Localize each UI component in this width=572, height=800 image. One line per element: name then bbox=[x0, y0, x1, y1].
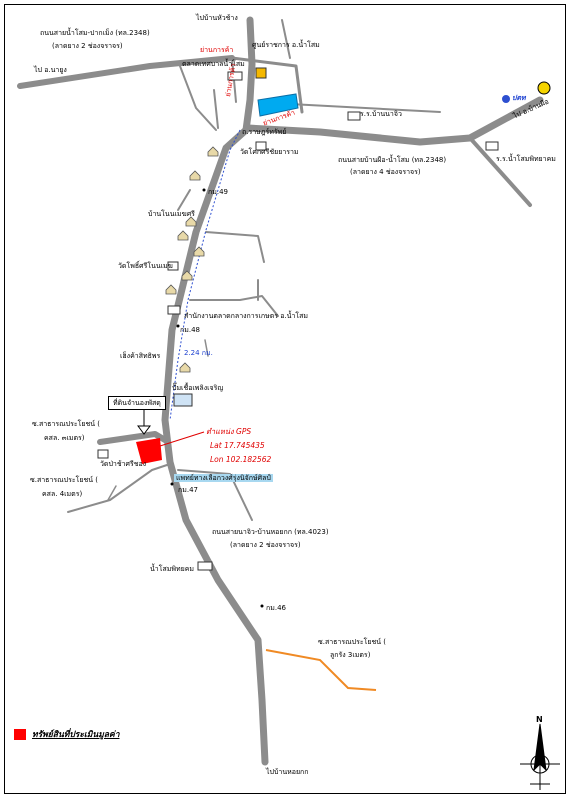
route-to-property bbox=[169, 129, 241, 421]
label-municipal-market: ตลาดเทศบาลน้ำโสม bbox=[182, 60, 245, 68]
label-commercial-zone-1: ย่านการค้า bbox=[200, 46, 234, 54]
label-public-road-2-b: คสล. 4เมตร) bbox=[42, 490, 83, 498]
label-hwy4023: ถนนสายนาจิว-บ้านหอยกก (ทล.4023) bbox=[212, 528, 329, 536]
map-legend: ทรัพย์สินที่ประเมินมูลค่า bbox=[14, 727, 119, 741]
label-wat-sri-chai: วัดโคกศรีชัยยาราม bbox=[240, 148, 299, 156]
compass-icon bbox=[520, 723, 560, 790]
road-south-east bbox=[204, 339, 209, 357]
label-hwy2348-east-note: (ลาดยาง 4 ช่องจราจร) bbox=[350, 168, 421, 176]
label-school-na-jiw: ร.ร.บ้านนาจิว bbox=[360, 110, 402, 118]
building-school-c bbox=[197, 561, 213, 571]
label-to-na-yung: ไป อ.นายูง bbox=[34, 66, 67, 74]
label-distance: 2.24 กม. bbox=[184, 349, 213, 357]
building-wat-a bbox=[255, 141, 267, 151]
building-office bbox=[167, 305, 181, 315]
building-fuel bbox=[173, 393, 193, 407]
property-callout-box: ที่ดินจำนองพัสดุ bbox=[108, 396, 166, 410]
soi-public-2b bbox=[107, 485, 117, 501]
store-7eleven bbox=[255, 67, 267, 79]
label-ban-sanam: ถ.ราษฎร์ทรัพย์ bbox=[242, 128, 287, 136]
label-public-road-3-a: ซ.สาธารณประโยชน์ ( bbox=[318, 638, 386, 646]
label-hwy2348-east: ถนนสายบ้านผือ-น้ำโสม (ทล.2348) bbox=[338, 156, 447, 164]
label-wat-pa: วัดป่าช้าศรีชอง bbox=[100, 460, 147, 468]
highway-4023 bbox=[161, 126, 269, 766]
label-temple-chapel: แพทย์ทางเลือกวงศ์รุ่งนิจักษ์ศิลป์ bbox=[174, 474, 273, 482]
building-school-b bbox=[485, 141, 499, 151]
map-frame bbox=[4, 4, 566, 794]
label-gps-title: ตำแหน่ง GPS bbox=[206, 427, 252, 436]
road-west-loop bbox=[205, 231, 265, 263]
label-school-nam-som: ร.ร.น้ำโสมพิทยาคม bbox=[496, 155, 556, 163]
label-commerce-center: ศูนย์ราชการ อ.น้ำโสม bbox=[252, 41, 320, 49]
soi-public-2 bbox=[67, 463, 171, 513]
label-gps-lat: Lat 17.745435 bbox=[210, 441, 265, 450]
highway-2348-west bbox=[17, 55, 235, 89]
compass-north-label: N bbox=[536, 715, 543, 724]
label-wat-pho-sri: วัดโพธิ์ศรีโนนเมฆ bbox=[118, 262, 173, 270]
label-public-road-1-a: ซ.สาธารณประโยชน์ ( bbox=[32, 420, 100, 428]
town-road-a bbox=[230, 56, 304, 114]
main-north-road bbox=[242, 16, 256, 134]
label-to-ban-hoi: ไปบ้านหอยกก bbox=[266, 768, 309, 776]
label-public-road-1-b: คสล. ๓เมตร) bbox=[44, 434, 85, 442]
label-ban-nong-mek: บ้านโนนเมฆศรี bbox=[148, 210, 195, 218]
label-market-office: สำนักงานตลาดกลางการเกษตร อ.น้ำโสม bbox=[184, 312, 309, 320]
label-hwy2348-west: ถนนสายน้ำโสม-ปากเม็ง (ทล.2348) bbox=[40, 29, 150, 37]
label-hwy4023-note: (ลาดยาง 2 ช่องจราจร) bbox=[230, 541, 301, 549]
legend-label: ทรัพย์สินที่ประเมินมูลค่า bbox=[32, 730, 120, 740]
label-public-road-3-b: ลูกรัง 3เมตร) bbox=[330, 651, 371, 659]
road-west-1 bbox=[177, 189, 191, 211]
label-fuel-station: ปั๊มเชื้อเพลิงเจริญ bbox=[172, 384, 224, 392]
label-ptt: ปตท bbox=[512, 94, 526, 102]
building-wat-pa bbox=[97, 449, 109, 459]
fuel-marker-icon bbox=[537, 81, 551, 95]
label-gps-lon: Lon 102.182562 bbox=[210, 455, 272, 464]
label-public-road-2-a: ซ.สาธารณประโยชน์ ( bbox=[30, 476, 98, 484]
label-km47: กม.47 bbox=[178, 486, 198, 494]
road-east-office bbox=[189, 295, 279, 317]
property-parcel bbox=[136, 438, 162, 464]
label-km46: กม.46 bbox=[266, 604, 286, 612]
ptt-icon bbox=[502, 95, 510, 103]
pond bbox=[257, 93, 299, 117]
legend-swatch bbox=[14, 729, 26, 740]
town-road-f bbox=[213, 89, 219, 129]
road-to-ban-phue bbox=[468, 136, 532, 207]
label-shop-sitthi: เฮ็งค้าสิทธิพร bbox=[120, 352, 161, 360]
town-road-d bbox=[281, 19, 291, 59]
label-km49: กม.49 bbox=[208, 188, 228, 196]
building-school-a bbox=[347, 111, 361, 121]
building-wat-b bbox=[167, 261, 179, 271]
label-km48: กม.48 bbox=[180, 326, 200, 334]
dirt-road bbox=[265, 649, 377, 691]
gps-pointer bbox=[159, 431, 205, 447]
label-to-ban-huachang: ไปบ้านหัวช้าง bbox=[196, 14, 238, 22]
town-road-b bbox=[179, 65, 217, 131]
label-nam-som-school: น้ำโสมพิทยคม bbox=[150, 565, 194, 573]
highway-2348-east bbox=[244, 96, 544, 146]
building-market bbox=[227, 71, 243, 81]
label-hwy2348-west-note: (ลาดยาง 2 ช่องจราจร) bbox=[52, 42, 123, 50]
soi-public-1 bbox=[97, 431, 168, 445]
